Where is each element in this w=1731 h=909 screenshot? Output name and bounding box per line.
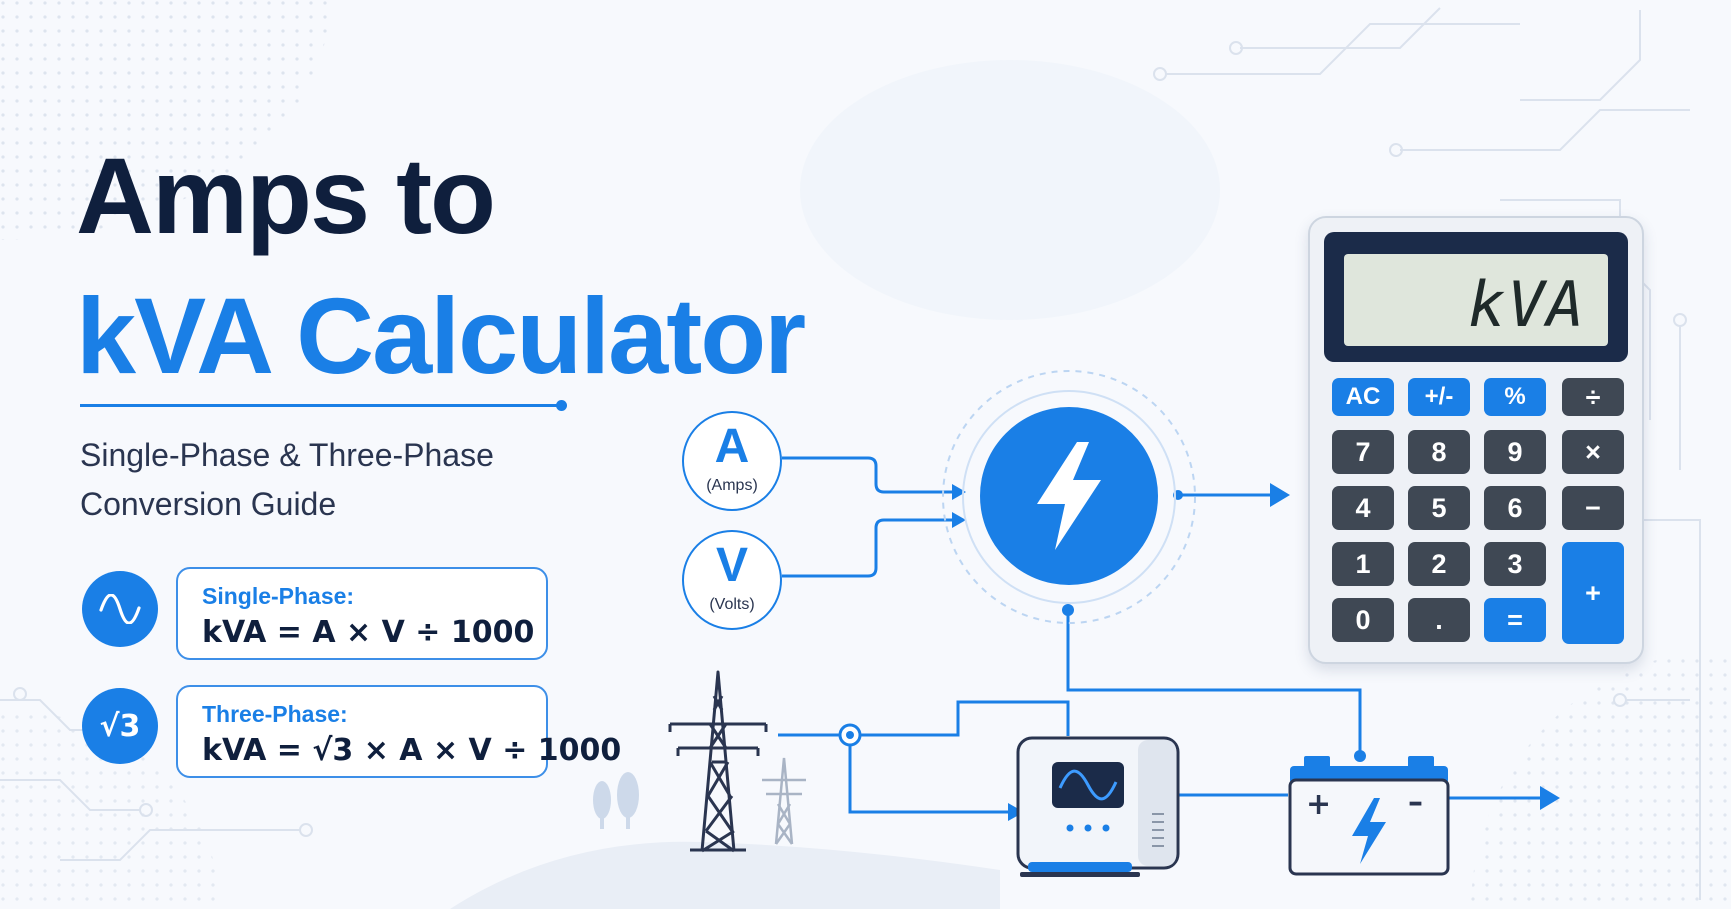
key-0[interactable]: 0	[1332, 598, 1394, 642]
battery-icon: + –	[1288, 756, 1450, 876]
single-phase-label: Single-Phase:	[202, 583, 355, 609]
calculator-readout: kVA	[1468, 268, 1586, 341]
amps-connector	[782, 456, 952, 494]
svg-text:–: –	[1408, 785, 1423, 820]
amps-input-circle: A (Amps)	[682, 411, 782, 511]
key-ac[interactable]: AC	[1332, 378, 1394, 416]
key-9[interactable]: 9	[1484, 430, 1546, 474]
key-6[interactable]: 6	[1484, 486, 1546, 530]
amps-label: (Amps)	[706, 477, 758, 494]
page-title-line-1: Amps to	[76, 135, 496, 256]
key-7[interactable]: 7	[1332, 430, 1394, 474]
key-equals[interactable]: =	[1484, 598, 1546, 642]
key-divide[interactable]: ÷	[1562, 378, 1624, 416]
key-4[interactable]: 4	[1332, 486, 1394, 530]
lightning-bolt-icon	[980, 407, 1158, 585]
volts-label: (Volts)	[709, 596, 755, 613]
single-phase-formula-card: Single-Phase: kVA = A × V ÷ 1000	[176, 567, 548, 660]
three-phase-formula-card: Three-Phase: kVA = √3 × A × V ÷ 1000	[176, 685, 621, 778]
key-1[interactable]: 1	[1332, 542, 1394, 586]
calculator-screen-frame: kVA	[1324, 232, 1628, 362]
calculator-display: kVA	[1344, 254, 1608, 346]
three-phase-label: Three-Phase:	[202, 701, 348, 727]
svg-text:+: +	[1306, 787, 1331, 822]
subtitle-line-2: Conversion Guide	[80, 486, 337, 522]
calculator: kVA AC +/- % ÷ 7 8 9 × 4 5 6 − 1 2 3 + 0…	[1308, 216, 1644, 664]
page-title-line-2: kVA Calculator	[76, 275, 806, 396]
key-minus[interactable]: −	[1562, 486, 1624, 530]
volts-letter: V	[715, 539, 748, 592]
key-sign[interactable]: +/-	[1408, 378, 1470, 416]
key-plus[interactable]: +	[1562, 542, 1624, 644]
key-2[interactable]: 2	[1408, 542, 1470, 586]
sqrt3-icon: √3	[82, 688, 158, 764]
distant-tower-icon	[762, 757, 806, 845]
key-dot[interactable]: .	[1408, 598, 1470, 642]
key-multiply[interactable]: ×	[1562, 430, 1624, 474]
key-3[interactable]: 3	[1484, 542, 1546, 586]
amps-letter: A	[714, 420, 750, 473]
key-5[interactable]: 5	[1408, 486, 1470, 530]
subtitle-line-1: Single-Phase & Three-Phase	[80, 437, 494, 473]
title-underline-dot	[556, 400, 567, 411]
three-phase-equation: kVA = √3 × A × V ÷ 1000	[202, 733, 622, 768]
transmission-tower-icon	[668, 670, 768, 853]
inverter-icon	[1016, 736, 1180, 877]
single-phase-equation: kVA = A × V ÷ 1000	[202, 615, 535, 650]
volts-connector	[782, 518, 952, 578]
tree-icons	[593, 772, 639, 829]
sine-wave-icon	[82, 571, 158, 647]
key-percent[interactable]: %	[1484, 378, 1546, 416]
title-underline	[80, 404, 560, 407]
key-8[interactable]: 8	[1408, 430, 1470, 474]
volts-input-circle: V (Volts)	[682, 530, 782, 630]
